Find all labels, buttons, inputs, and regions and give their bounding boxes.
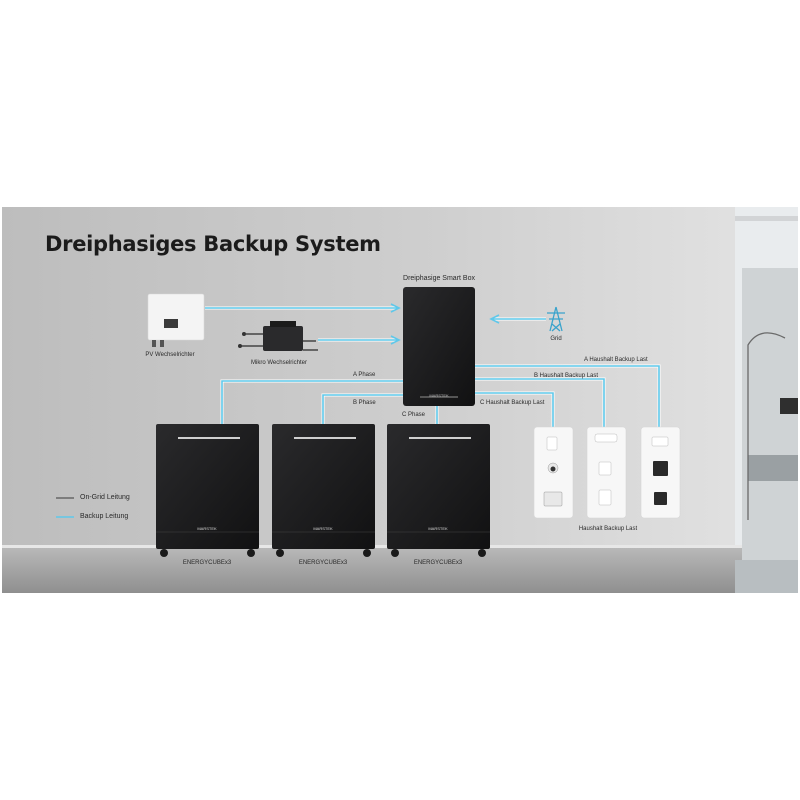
lamp-shade [780, 398, 798, 414]
battery-1-brand: MARSTEK [197, 526, 217, 531]
floor [2, 547, 742, 593]
battery-2-brand: MARSTEK [313, 526, 333, 531]
battery-3 [387, 424, 490, 557]
battery-2 [272, 424, 375, 557]
pv-inverter-icon [147, 293, 205, 347]
battery-indicators [178, 437, 471, 439]
b-load-label: B Haushalt Backup Last [534, 373, 599, 379]
battery-3-label: ENERGYCUBEx3 [413, 560, 463, 566]
floor-right [735, 560, 798, 593]
battery-3-brand: MARSTEK [428, 526, 448, 531]
line-b-phase [322, 394, 404, 426]
pv-inverter-label: PV Wechselrichter [145, 352, 195, 358]
appliance-panel-1 [533, 426, 574, 519]
grid-tower-icon [547, 306, 565, 332]
floor-lamp [747, 332, 786, 520]
arrow-pv [390, 303, 401, 313]
line-b-load [474, 378, 605, 432]
line-a-load [474, 365, 660, 432]
legend-backup: Backup Leitung [80, 513, 129, 520]
line-a-phase [221, 380, 404, 426]
appliance-panel-2 [586, 426, 627, 519]
a-load-label: A Haushalt Backup Last [584, 357, 648, 363]
battery-1-label: ENERGYCUBEx3 [182, 560, 232, 566]
a-phase-label: A Phase [353, 372, 376, 378]
arrow-grid [489, 314, 500, 324]
smart-box-icon [403, 287, 475, 406]
room-sofa [748, 455, 798, 481]
room-doorway [742, 268, 798, 580]
appliance-icon [546, 436, 558, 451]
micro-inverter-label: Mikro Wechselrichter [251, 360, 307, 366]
legend-on-grid: On-Grid Leitung [80, 494, 130, 501]
micro-inverter-icon [238, 321, 318, 351]
smart-box-brand: MARSTEK [429, 393, 449, 398]
c-load-label: C Haushalt Backup Last [480, 400, 545, 406]
grid-label: Grid [550, 336, 562, 342]
line-c-load [474, 392, 554, 432]
household-load-label: Haushalt Backup Last [578, 526, 638, 532]
backup-lines [205, 303, 661, 432]
smart-box-label: Dreiphasige Smart Box [403, 275, 475, 282]
battery-2-label: ENERGYCUBEx3 [298, 560, 348, 566]
arrow-micro [390, 335, 401, 345]
battery-1 [156, 424, 259, 557]
c-phase-label: C Phase [402, 412, 426, 418]
b-phase-label: B Phase [353, 400, 376, 406]
appliance-panel-3 [640, 426, 681, 519]
page-title: Dreiphasiges Backup System [45, 232, 381, 256]
room-window-frame [735, 216, 798, 221]
